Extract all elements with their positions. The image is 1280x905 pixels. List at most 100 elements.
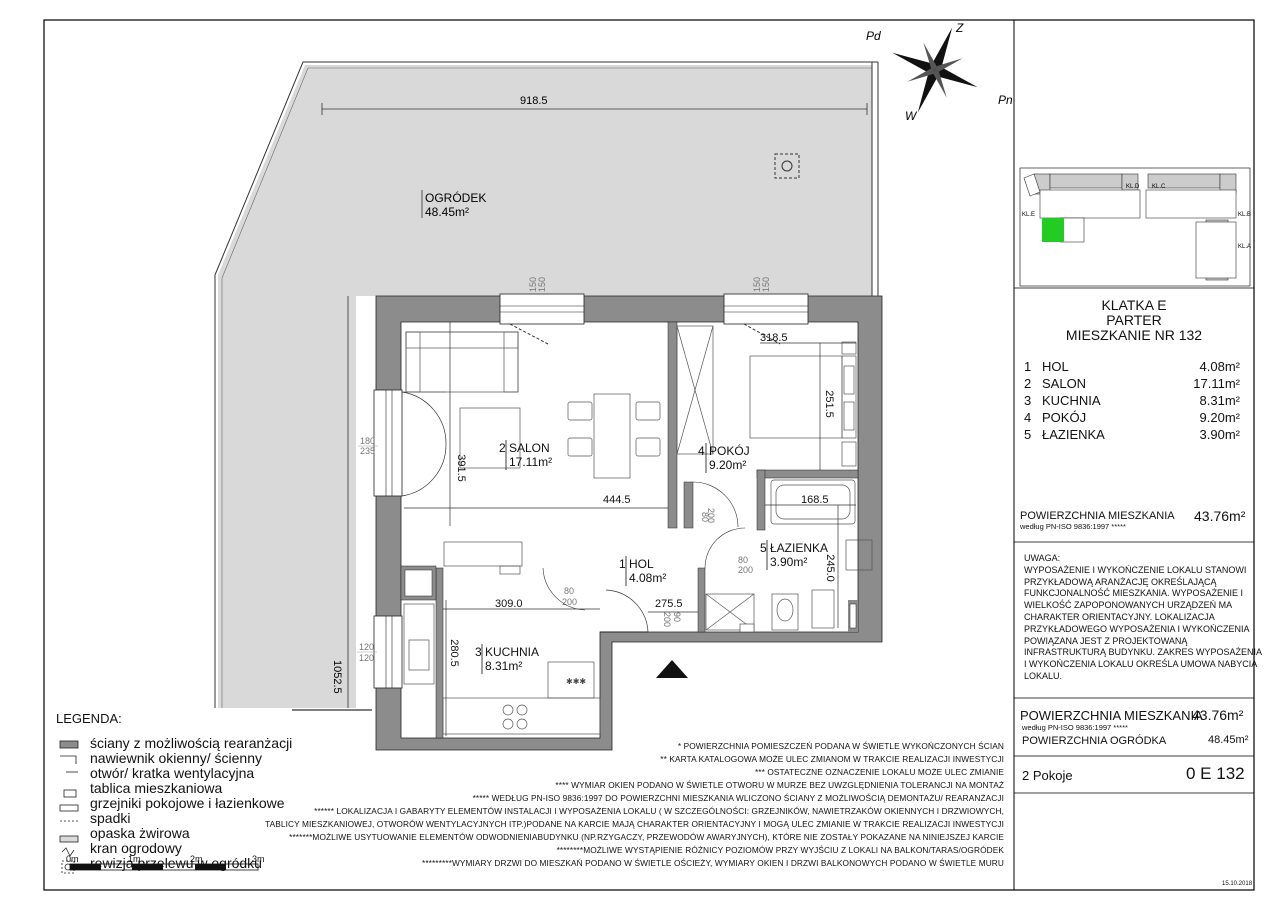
door-entry-w: 90	[672, 612, 682, 622]
legend-item: tablica mieszkaniowa	[90, 780, 223, 796]
footnote: ****** LOKALIZACJA I GABARYTY ELEMENTÓW …	[314, 806, 1004, 816]
room-hol-area: 4.08m²	[629, 571, 666, 585]
area-note: według PN-ISO 9836:1997 *****	[1020, 522, 1126, 531]
legend-item: ściany z możliwością rearanżacji	[90, 735, 293, 751]
room-pokoj-num: 4	[698, 444, 705, 458]
door-pokoj-w: 80	[700, 512, 710, 522]
area-label: POWIERZCHNIA MIESZKANIA	[1020, 510, 1175, 522]
panel-separators	[1014, 287, 1254, 794]
notice-line: PRZYKŁADOWĄ ARANŻACJĘ OKREŚLAJĄCĄ	[1024, 576, 1217, 587]
key-label-klb: KL.B	[1238, 212, 1251, 218]
garden-area-label: POWIERZCHNIA OGRÓDKA	[1022, 735, 1167, 747]
legend-item: spadki	[90, 810, 131, 826]
area2-note: według PN-ISO 9836:1997 *****	[1022, 723, 1128, 732]
ventilation-shaft	[404, 569, 433, 597]
room-pokoj-name: POKÓJ	[709, 443, 750, 458]
footnote: *********WYMIARY DRZWI DO MIESZKAŃ PODAN…	[421, 858, 1004, 868]
sheet-border	[43, 19, 1255, 891]
room-kuchnia-num: 3	[475, 645, 482, 659]
notice-line: I WYKOŃCZENIA LOKALU OKREŚLA UMOWA NABYC…	[1024, 659, 1258, 670]
dim-garden-width: 918.5	[520, 95, 548, 107]
oven-marker: ✱✱✱	[566, 677, 586, 686]
room-hol-num: 1	[619, 557, 626, 571]
room-lazienka-area: 3.90m²	[770, 555, 807, 569]
wall-pokoj-lazienka	[756, 469, 859, 479]
room-lazienka-name: ŁAZIENKA	[770, 541, 828, 555]
area2-label: POWIERZCHNIA MIESZKANIA	[1020, 708, 1203, 723]
door-pokoj-h: 200	[706, 508, 716, 523]
dim-window-salon-b: 150	[537, 277, 547, 292]
key-label-klc: KL.C	[1152, 184, 1166, 190]
dim-pokoj-width: 318.5	[760, 332, 788, 344]
footnote: TABLICY MIESZKANIOWEJ, OTWORÓW WENTYLACY…	[265, 819, 1004, 829]
dim-hol-width: 275.5	[655, 598, 683, 610]
dimension-lines	[404, 322, 856, 736]
notice-line: INFRASTRUKTURĄ BUDYNKU. ZAKRES WYPOSAŻEN…	[1024, 647, 1263, 658]
dim-kitchen-win-b: 120	[359, 653, 374, 663]
apartment-walls	[375, 295, 883, 751]
window-kuchnia	[373, 615, 403, 689]
furniture	[403, 325, 873, 735]
wall-kuchnia-left	[435, 567, 444, 739]
legend-title: LEGENDA:	[56, 711, 122, 726]
unit-title-number: MIESZKANIE NR 132	[1065, 327, 1203, 343]
footnote: ***** WEDŁUG PN-ISO 9836:1997 DO POWIERZ…	[472, 793, 1004, 803]
garden-label: OGRÓDEK	[425, 190, 486, 205]
compass-label-pn: Pn	[998, 93, 1013, 107]
footnote: ********MOŻLIWE WYSTĄPIENIE RÓŻNICY POZI…	[556, 845, 1004, 855]
room-hol-name: HOL	[629, 557, 654, 571]
rooms-count: 2 Pokoje	[1022, 768, 1073, 783]
compass-label-pd: Pd	[866, 29, 881, 43]
dim-window-salon: 150	[528, 277, 538, 292]
dim-kuchnia-width: 309.0	[495, 598, 523, 610]
dim-salon-width: 444.5	[603, 494, 631, 506]
dim-window-pokoj-b: 150	[761, 277, 771, 292]
room-lazienka-num: 5	[760, 541, 767, 555]
key-label-kla: KL.A	[1238, 244, 1251, 250]
door-kitchen-h: 200	[562, 597, 577, 607]
window-salon	[499, 293, 585, 325]
notice-line: LOKALU.	[1024, 670, 1063, 681]
legend-item: opaska żwirowa	[90, 825, 190, 841]
ventilation-shaft-bath	[849, 603, 857, 629]
drain-inspection-icon	[774, 153, 800, 179]
compass-label-w: W	[905, 109, 918, 123]
scale-0: 0m	[66, 854, 79, 864]
door-bath-h: 200	[738, 565, 753, 575]
footnote: * POWIERZCHNIA POMIESZCZEŃ PODANA W ŚWIE…	[677, 741, 1004, 751]
footnote: *******MOŻLIWE USYTUOWANIE ELEMENTÓW ODW…	[289, 832, 1004, 842]
garden-fence	[214, 61, 878, 708]
garden-area-label: 48.45m²	[425, 205, 469, 219]
key-label-kle: KL.E	[1022, 212, 1035, 218]
compass-rose	[892, 27, 978, 113]
legend-item: rewizja przelewu w ogródku	[90, 855, 262, 871]
notice-line: FUNKCJONALNOŚĆ MIESZKANIA. WYPOSAŻENIE I	[1024, 588, 1244, 599]
drawing-date: 15.10.2018	[1222, 881, 1253, 887]
wall-salon-pokoj	[667, 321, 678, 529]
unit-title-stair: KLATKA E	[1101, 297, 1167, 313]
footnote: ** KARTA KATALOGOWA MOŻE ULEC ZMIANOM W …	[660, 754, 1004, 764]
drain-inspection-circle	[781, 160, 793, 172]
distribution-board-icon	[739, 623, 755, 633]
wall-pokoj-hol	[683, 481, 694, 529]
notice-line: POWIĄZANA JEST Z PROJEKTOWANĄ	[1024, 635, 1188, 646]
door-entry-h: 200	[662, 612, 672, 627]
legend-symbols	[59, 740, 79, 874]
scale-1: 1m	[128, 854, 141, 864]
dim-total-depth: 1052.5	[331, 660, 343, 694]
footnote: **** WYMIAR OKIEN PODANO W ŚWIETLE OTWOR…	[555, 780, 1004, 790]
dim-pokoj-depth: 251.5	[823, 390, 835, 418]
balcony-door-salon	[373, 389, 403, 497]
garden-area	[218, 65, 872, 708]
dim-kuchnia-depth: 280.5	[448, 639, 460, 667]
dim-kitchen-win-a: 120	[359, 642, 374, 652]
legend-item: nawiewnik okienny/ ścienny	[90, 750, 262, 766]
garden-area-value: 48.45m²	[1208, 734, 1249, 746]
room-salon-name: SALON	[509, 441, 550, 455]
room-kuchnia-name: KUCHNIA	[485, 645, 539, 659]
notice-block: UWAGA: WYPOSAŻENIE I WYKOŃCZENIE LOKALU …	[1024, 553, 1262, 683]
